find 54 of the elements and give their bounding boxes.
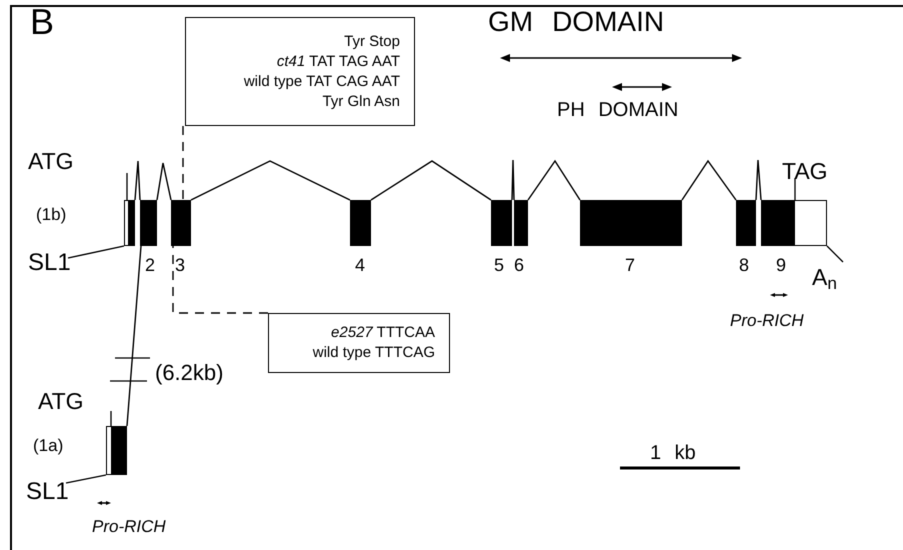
sequence-text: Tyr Stop bbox=[344, 32, 400, 52]
intron-line bbox=[190, 160, 350, 201]
codon-label: TAG bbox=[782, 160, 828, 183]
exon-number: 3 bbox=[175, 256, 186, 274]
exon-bar bbox=[761, 200, 827, 246]
sequence-text: ct41 TAT TAG AAT bbox=[276, 52, 400, 72]
exon-bar bbox=[736, 200, 756, 246]
polya-label: A$_{n}$ bbox=[812, 266, 837, 289]
exon-number: 2 bbox=[145, 256, 156, 274]
intron-line bbox=[527, 160, 581, 200]
sequence-box bbox=[268, 313, 450, 373]
intron-line bbox=[511, 159, 515, 200]
sequence-text: wild type TTTCAG bbox=[312, 343, 435, 363]
codon-label: ATG bbox=[38, 390, 84, 413]
intron-line bbox=[134, 160, 141, 200]
exon-number: 4 bbox=[355, 256, 366, 274]
exon-bar bbox=[140, 200, 157, 246]
sequence-text: e2527 TTTCAA bbox=[331, 323, 435, 343]
exon-bar bbox=[106, 426, 127, 475]
exon-bar bbox=[124, 200, 135, 246]
domain-label: GM DOMAIN bbox=[488, 8, 664, 36]
exon-bar bbox=[580, 200, 682, 246]
exon-number: 9 bbox=[776, 256, 786, 274]
leader-label: SL1 bbox=[28, 251, 71, 275]
exon-number: 5 bbox=[494, 256, 504, 274]
region-label: Pro-RICH bbox=[92, 518, 166, 535]
sequence-text: wild type TAT CAG AAT bbox=[244, 72, 400, 92]
leader-label: SL1 bbox=[26, 480, 69, 504]
leader-line bbox=[68, 245, 124, 259]
scale-label: 1 kb bbox=[650, 443, 696, 463]
intron-line bbox=[156, 162, 172, 200]
exon-name: (1b) bbox=[36, 206, 66, 223]
panel-letter: B bbox=[30, 4, 54, 40]
distance-label: (6.2kb) bbox=[155, 362, 224, 384]
exon-number: 6 bbox=[514, 256, 524, 274]
exon-bar bbox=[171, 200, 191, 246]
exon-name: (1a) bbox=[33, 437, 64, 454]
intron-line bbox=[755, 159, 762, 200]
leader-line bbox=[182, 126, 184, 200]
exon-number: 8 bbox=[739, 256, 750, 274]
exon-bar bbox=[514, 200, 528, 246]
intron-line bbox=[370, 160, 492, 201]
intron-line bbox=[681, 160, 737, 200]
exon-bar bbox=[491, 200, 512, 246]
intron-line bbox=[126, 246, 142, 426]
leader-line bbox=[172, 246, 268, 314]
sequence-box bbox=[185, 17, 415, 126]
exon-number: 7 bbox=[625, 256, 636, 274]
domain-label: PH DOMAIN bbox=[557, 100, 678, 120]
sequence-text: Tyr Gln Asn bbox=[322, 92, 400, 112]
leader-line bbox=[66, 474, 106, 484]
region-label: Pro-RICH bbox=[730, 312, 804, 329]
codon-label: ATG bbox=[28, 150, 74, 173]
exon-bar bbox=[350, 200, 371, 246]
